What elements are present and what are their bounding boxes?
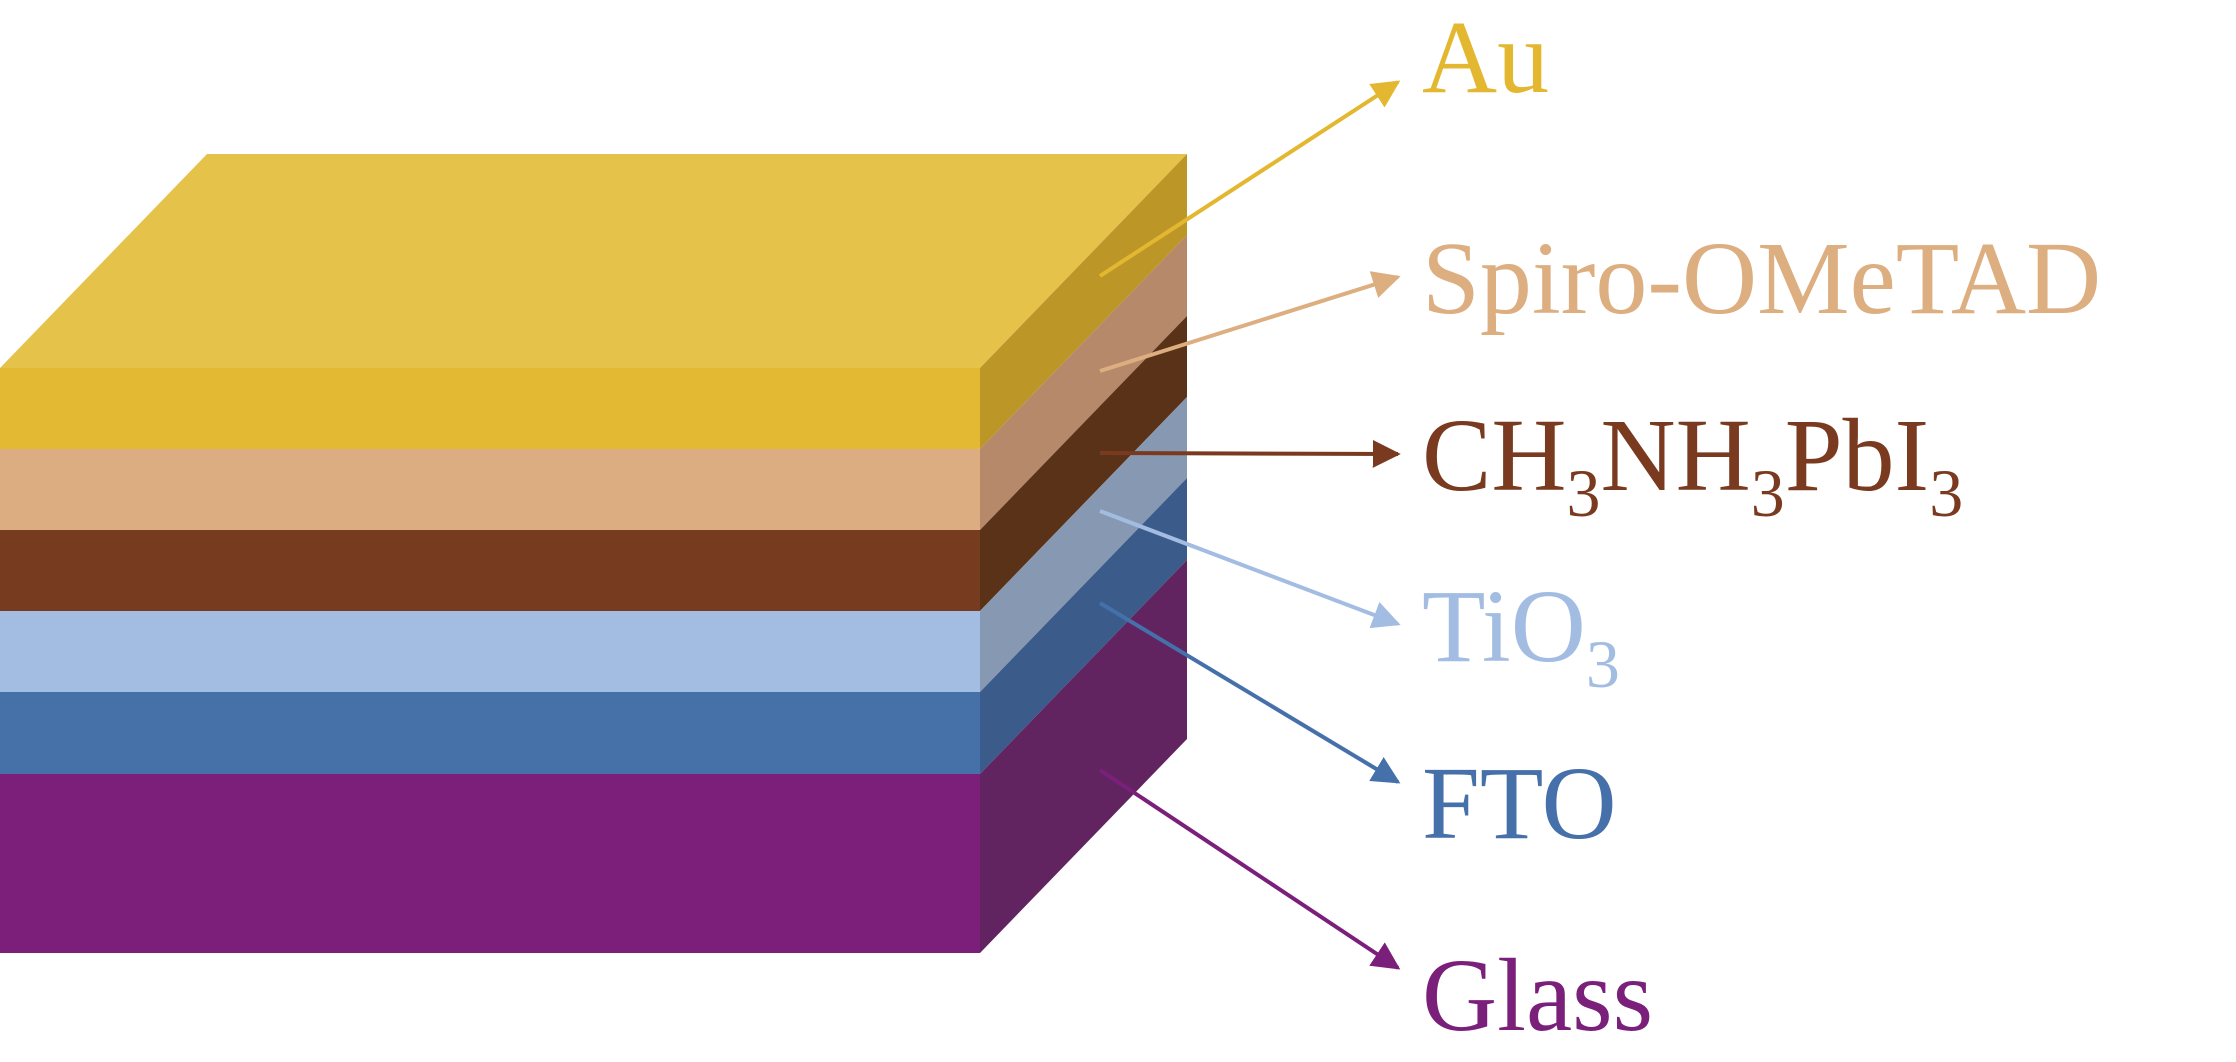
au-arrow	[1098, 80, 1401, 278]
spiro-front-face	[0, 449, 980, 530]
fto-side-face	[980, 478, 1187, 774]
glass-front-face	[0, 774, 980, 953]
glass-side-face	[980, 560, 1187, 953]
au-top-face	[0, 154, 1187, 368]
mapi-label: CH3NH3PbI3	[1422, 398, 1963, 531]
tio-front-face	[0, 611, 980, 692]
tio-label: TiO3	[1422, 569, 1620, 702]
mapi-label-subscript: 3	[1566, 455, 1600, 531]
layer-blocks	[0, 154, 1187, 953]
glass-label-text: Glass	[1422, 938, 1653, 1053]
tio-side-face	[980, 397, 1187, 692]
fto-arrow	[1098, 601, 1401, 784]
mapi-label-part: PbI	[1785, 398, 1929, 513]
spiro-arrow	[1099, 271, 1401, 373]
tio-label-subscript: 3	[1586, 626, 1620, 702]
tio-arrow	[1099, 509, 1401, 629]
spiro-label-text: Spiro-OMeTAD	[1422, 221, 2101, 336]
fto-label: FTO	[1422, 746, 1617, 861]
mapi-label-part: NH	[1600, 398, 1750, 513]
mapi-label-subscript: 3	[1929, 455, 1963, 531]
au-front-face	[0, 368, 980, 449]
glass-label: Glass	[1422, 938, 1653, 1053]
tio-label-text: TiO	[1422, 569, 1586, 684]
fto-label-text: FTO	[1422, 746, 1617, 861]
mapi-front-face	[0, 530, 980, 611]
mapi-label-subscript: 3	[1751, 455, 1785, 531]
mapi-side-face	[980, 316, 1187, 611]
au-label: Au	[1422, 0, 1549, 115]
leader-arrows	[1098, 80, 1401, 970]
spiro-label: Spiro-OMeTAD	[1422, 221, 2101, 336]
au-side-face	[980, 154, 1187, 449]
spiro-side-face	[980, 235, 1187, 530]
fto-front-face	[0, 692, 980, 774]
au-label-text: Au	[1422, 0, 1549, 115]
mapi-arrow	[1099, 439, 1401, 468]
glass-arrow	[1098, 768, 1401, 970]
mapi-label-text: CH	[1422, 398, 1566, 513]
